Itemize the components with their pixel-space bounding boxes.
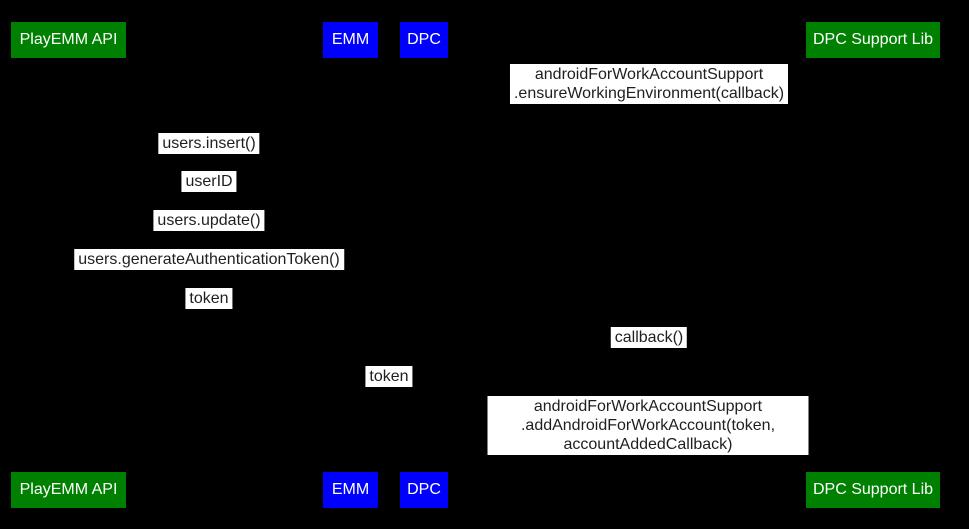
message-add-android-for-work-account: androidForWorkAccountSupport .addAndroid… bbox=[487, 396, 809, 455]
message-token-response: token bbox=[185, 288, 233, 309]
message-callback: callback() bbox=[610, 327, 688, 348]
actor-top-dpc-support-lib: DPC Support Lib bbox=[806, 22, 940, 58]
message-token-to-dpc: token bbox=[365, 366, 413, 387]
actor-bottom-dpc-support-lib: DPC Support Lib bbox=[806, 472, 940, 508]
actor-top-emm: EMM bbox=[323, 22, 378, 58]
message-users-update: users.update() bbox=[153, 210, 265, 231]
message-users-insert: users.insert() bbox=[158, 133, 260, 154]
actor-top-playemm-api: PlayEMM API bbox=[11, 22, 126, 58]
actor-bottom-emm: EMM bbox=[323, 472, 378, 508]
message-generate-authentication-token: users.generateAuthenticationToken() bbox=[74, 249, 344, 270]
actor-bottom-playemm-api: PlayEMM API bbox=[11, 472, 126, 508]
actor-bottom-dpc: DPC bbox=[400, 472, 448, 508]
message-ensure-working-environment: androidForWorkAccountSupport .ensureWork… bbox=[509, 64, 789, 104]
actor-top-dpc: DPC bbox=[400, 22, 448, 58]
message-userid: userID bbox=[181, 171, 237, 192]
